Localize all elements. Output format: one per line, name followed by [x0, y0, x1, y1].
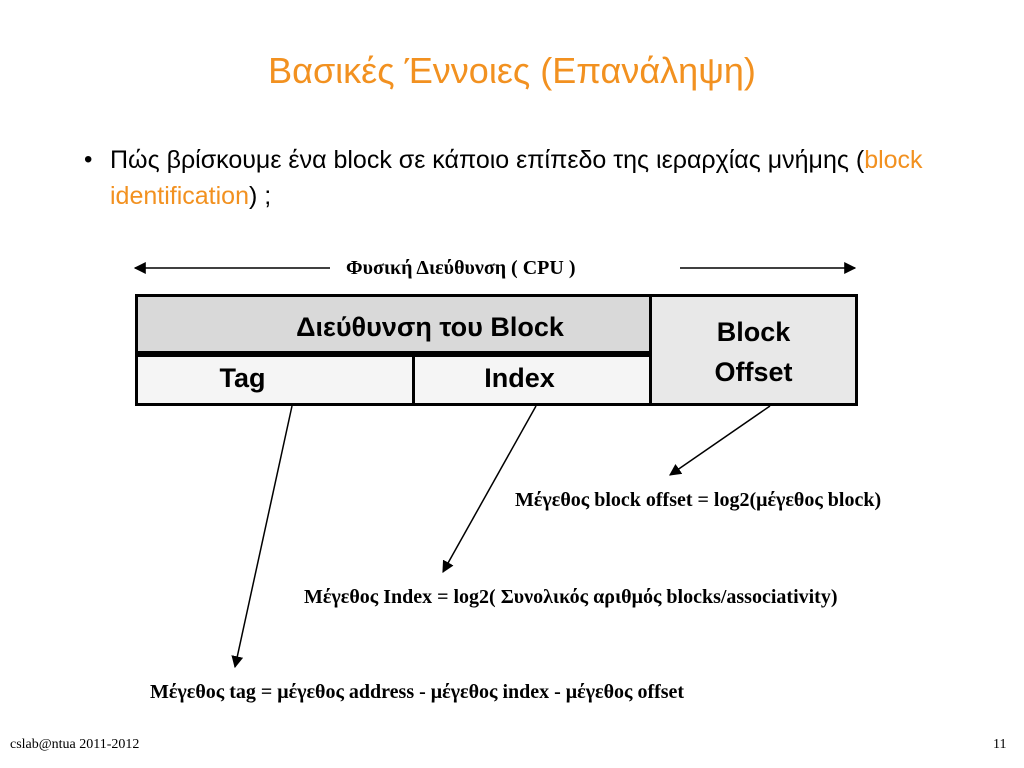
slide-title: Βασικές Έννοιες (Επανάληψη): [268, 50, 756, 91]
block-offset-field: [649, 294, 858, 406]
footer-left: cslab@ntua 2011-2012: [10, 737, 140, 752]
index-field: [412, 354, 652, 406]
block-offset-label-line1: Block: [716, 317, 791, 347]
index-label: Index: [484, 363, 555, 393]
tag-field: [135, 354, 415, 406]
block-offset-label-line2: Offset: [714, 357, 793, 387]
tag-size-formula: Μέγεθος tag = μέγεθος address - μέγεθος …: [150, 681, 685, 703]
offset-pointer-arrow: [669, 405, 771, 476]
bullet-text-after: ) ;: [248, 182, 272, 210]
tag-label: Tag: [219, 363, 266, 393]
block-address-field: [135, 294, 652, 354]
bullet-highlight: block identification: [110, 146, 923, 210]
index-pointer-arrow: [442, 405, 537, 574]
page-number: 11: [993, 737, 1007, 752]
physical-address-label: Φυσική Διεύθυνση ( CPU ): [346, 257, 576, 279]
bullet-text: Πώς βρίσκουμε ένα block σε κάποιο επίπεδ…: [110, 142, 970, 214]
index-size-formula: Μέγεθος Index = log2( Συνολικός αριθμός …: [304, 586, 838, 608]
block-address-label: Διεύθυνση του Block: [296, 312, 564, 342]
bullet-marker: •: [84, 146, 93, 173]
bullet-text-before: Πώς βρίσκουμε ένα block σε κάποιο επίπεδ…: [110, 146, 865, 174]
offset-size-formula: Μέγεθος block offset = log2(μέγεθος bloc…: [515, 489, 882, 511]
tag-pointer-arrow: [231, 405, 293, 669]
